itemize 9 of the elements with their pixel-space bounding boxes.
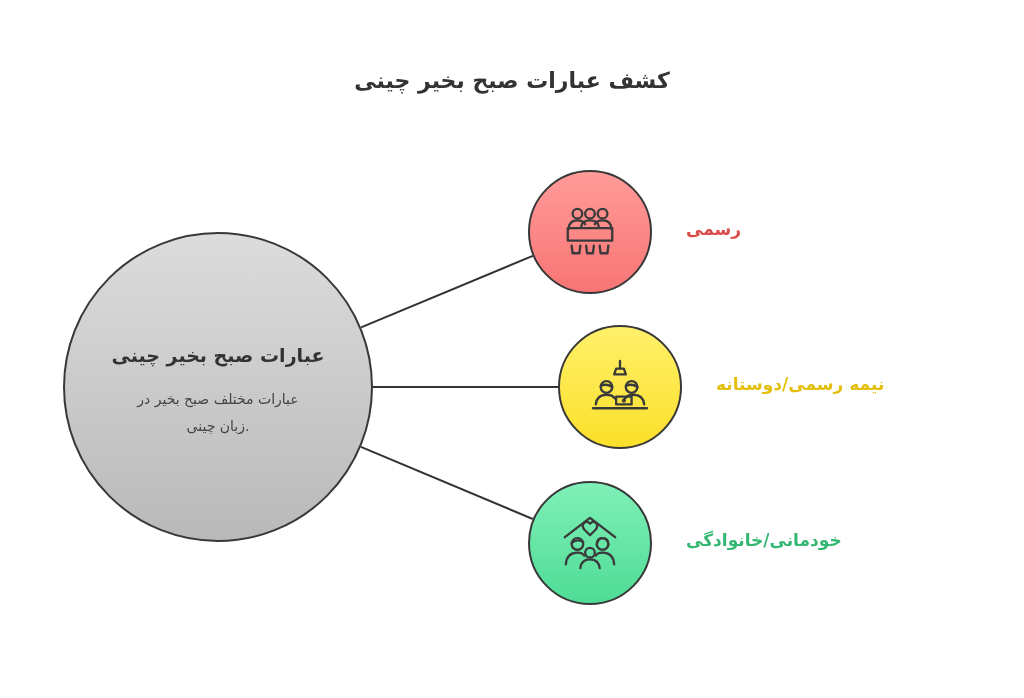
diagram-title: کشف عبارات صبح بخیر چینی <box>354 68 670 93</box>
category-label: نیمه رسمی/دوستانه <box>716 374 885 394</box>
topic-heading: عبارات صبح بخیر چینی <box>110 344 326 366</box>
connector-line <box>359 445 534 520</box>
category-label: رسمی <box>686 219 742 239</box>
connector-line <box>360 254 534 329</box>
connector-line <box>372 386 559 388</box>
category-label: خودمانی/خانوادگی <box>686 530 842 550</box>
topic-description: عبارات مختلف صبح بخیر در زبان چینی. <box>135 390 300 437</box>
